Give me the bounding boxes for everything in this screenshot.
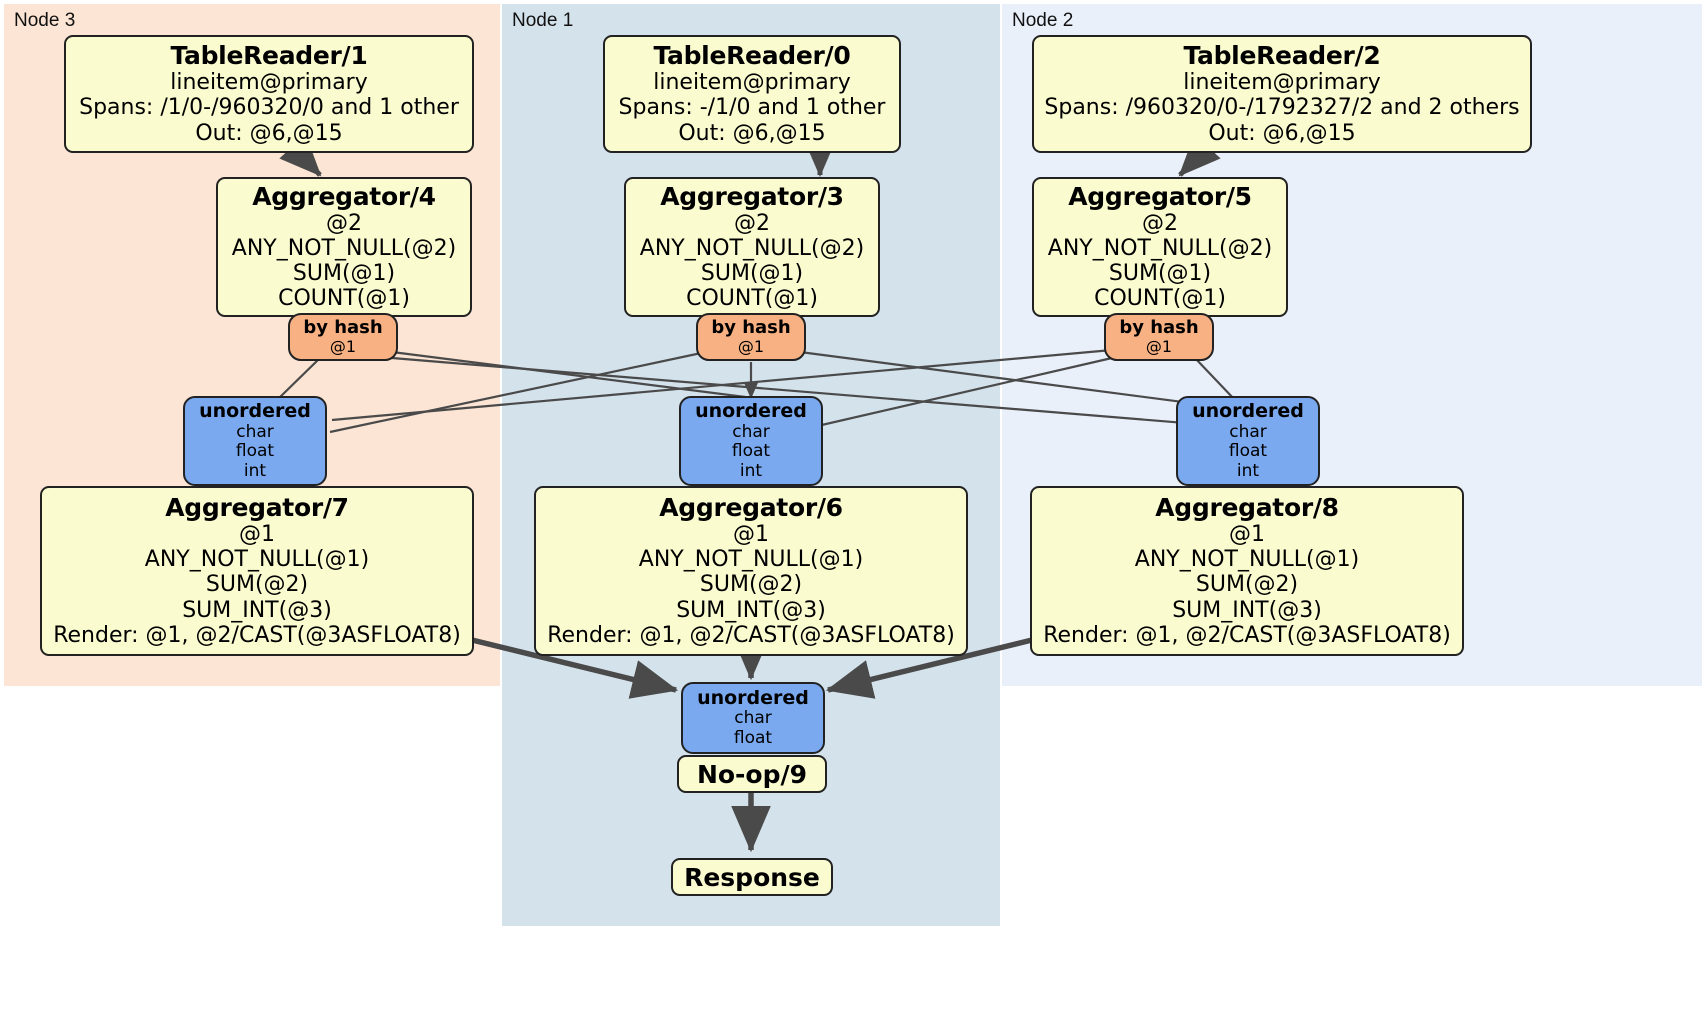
hash-router-node1-col: @1 bbox=[737, 337, 765, 357]
unordered-receiver-node1-type-1: char bbox=[732, 421, 770, 442]
aggregator-4-groupcol: @2 bbox=[326, 210, 362, 236]
aggregator-5-groupcol: @2 bbox=[1142, 210, 1178, 236]
aggregator-7-fn-2: SUM(@2) bbox=[205, 572, 309, 598]
unordered-receiver-node1-type-3: int bbox=[739, 460, 763, 481]
aggregator-8-render: Render: @1, @2/CAST(@3ASFLOAT8) bbox=[1043, 622, 1451, 648]
table-reader-1-out: Out: @6,@15 bbox=[195, 120, 343, 146]
aggregator-6-fn-2: SUM(@2) bbox=[699, 572, 803, 598]
hash-router-node2-col: @1 bbox=[1145, 337, 1173, 357]
aggregator-5-fn-2: SUM(@1) bbox=[1108, 261, 1212, 286]
hash-router-node2-title: by hash bbox=[1119, 317, 1199, 339]
unordered-receiver-node2-type-2: float bbox=[1228, 441, 1268, 462]
hash-router-node1-title: by hash bbox=[711, 317, 791, 339]
aggregator-8-fn-3: SUM_INT(@3) bbox=[1172, 597, 1322, 623]
response-title: Response bbox=[684, 862, 820, 892]
table-reader-2-index: lineitem@primary bbox=[1183, 70, 1381, 96]
table-reader-2-box[interactable]: TableReader/2 lineitem@primary Spans: /9… bbox=[1032, 35, 1532, 153]
aggregator-3-fn-3: COUNT(@1) bbox=[686, 286, 818, 312]
aggregator-4-fn-2: SUM(@1) bbox=[292, 261, 396, 286]
aggregator-8-fn-2: SUM(@2) bbox=[1195, 572, 1299, 598]
aggregator-6-render: Render: @1, @2/CAST(@3ASFLOAT8) bbox=[547, 622, 955, 648]
no-op-9-box[interactable]: No-op/9 bbox=[677, 755, 827, 793]
final-unordered-receiver-type-1: char bbox=[734, 708, 772, 729]
node-panel-label-node1: Node 1 bbox=[512, 10, 574, 31]
final-unordered-receiver[interactable]: unordered char float bbox=[681, 682, 825, 754]
table-reader-0-out: Out: @6,@15 bbox=[678, 120, 826, 146]
unordered-receiver-node3-type-1: char bbox=[236, 421, 274, 442]
final-unordered-receiver-title: unordered bbox=[697, 686, 809, 709]
unordered-receiver-node1-title: unordered bbox=[695, 399, 807, 422]
node-panel-label-node3: Node 3 bbox=[14, 10, 76, 31]
table-reader-2-spans: Spans: /960320/0-/1792327/2 and 2 others bbox=[1044, 95, 1520, 121]
unordered-receiver-node1[interactable]: unordered char float int bbox=[679, 396, 823, 486]
aggregator-3-groupcol: @2 bbox=[734, 210, 770, 236]
table-reader-2-out: Out: @6,@15 bbox=[1208, 120, 1356, 146]
table-reader-0-spans: Spans: -/1/0 and 1 other bbox=[618, 95, 886, 121]
aggregator-6-fn-3: SUM_INT(@3) bbox=[676, 597, 826, 623]
aggregator-3-title: Aggregator/3 bbox=[660, 181, 844, 211]
aggregator-7-fn-1: ANY_NOT_NULL(@1) bbox=[144, 547, 370, 573]
aggregator-3-fn-2: SUM(@1) bbox=[700, 261, 804, 286]
aggregator-6-groupcol: @1 bbox=[733, 522, 769, 548]
aggregator-6-fn-1: ANY_NOT_NULL(@1) bbox=[638, 547, 864, 573]
hash-router-node3[interactable]: by hash @1 bbox=[288, 313, 398, 361]
table-reader-1-index: lineitem@primary bbox=[170, 70, 368, 96]
aggregator-5-title: Aggregator/5 bbox=[1068, 181, 1252, 211]
aggregator-8-box[interactable]: Aggregator/8 @1 ANY_NOT_NULL(@1) SUM(@2)… bbox=[1030, 486, 1464, 656]
table-reader-0-index: lineitem@primary bbox=[653, 70, 851, 96]
node-panel-label-node2: Node 2 bbox=[1012, 10, 1074, 31]
hash-router-node3-col: @1 bbox=[329, 337, 357, 357]
table-reader-1-title: TableReader/1 bbox=[170, 41, 368, 71]
aggregator-4-fn-1: ANY_NOT_NULL(@2) bbox=[231, 235, 457, 261]
unordered-receiver-node3-title: unordered bbox=[199, 399, 311, 422]
aggregator-7-groupcol: @1 bbox=[239, 522, 275, 548]
unordered-receiver-node2-type-1: char bbox=[1229, 421, 1267, 442]
table-reader-0-title: TableReader/0 bbox=[653, 41, 851, 71]
aggregator-7-fn-3: SUM_INT(@3) bbox=[182, 597, 332, 623]
aggregator-5-box[interactable]: Aggregator/5 @2 ANY_NOT_NULL(@2) SUM(@1)… bbox=[1032, 177, 1288, 317]
aggregator-6-title: Aggregator/6 bbox=[659, 493, 843, 523]
unordered-receiver-node1-type-2: float bbox=[731, 441, 771, 462]
aggregator-8-groupcol: @1 bbox=[1229, 522, 1265, 548]
no-op-9-title: No-op/9 bbox=[696, 759, 808, 789]
final-unordered-receiver-type-2: float bbox=[733, 727, 773, 748]
aggregator-3-box[interactable]: Aggregator/3 @2 ANY_NOT_NULL(@2) SUM(@1)… bbox=[624, 177, 880, 317]
aggregator-8-title: Aggregator/8 bbox=[1155, 493, 1339, 523]
unordered-receiver-node2-type-3: int bbox=[1236, 460, 1260, 481]
unordered-receiver-node2-title: unordered bbox=[1192, 399, 1304, 422]
hash-router-node1[interactable]: by hash @1 bbox=[696, 313, 806, 361]
aggregator-3-fn-1: ANY_NOT_NULL(@2) bbox=[639, 235, 865, 261]
unordered-receiver-node3-type-3: int bbox=[243, 460, 267, 481]
aggregator-4-box[interactable]: Aggregator/4 @2 ANY_NOT_NULL(@2) SUM(@1)… bbox=[216, 177, 472, 317]
aggregator-6-box[interactable]: Aggregator/6 @1 ANY_NOT_NULL(@1) SUM(@2)… bbox=[534, 486, 968, 656]
table-reader-0-box[interactable]: TableReader/0 lineitem@primary Spans: -/… bbox=[603, 35, 901, 153]
aggregator-4-fn-3: COUNT(@1) bbox=[278, 286, 410, 312]
aggregator-7-title: Aggregator/7 bbox=[165, 493, 349, 523]
aggregator-7-box[interactable]: Aggregator/7 @1 ANY_NOT_NULL(@1) SUM(@2)… bbox=[40, 486, 474, 656]
aggregator-5-fn-3: COUNT(@1) bbox=[1094, 286, 1226, 312]
table-reader-2-title: TableReader/2 bbox=[1183, 41, 1381, 71]
table-reader-1-box[interactable]: TableReader/1 lineitem@primary Spans: /1… bbox=[64, 35, 474, 153]
response-box[interactable]: Response bbox=[671, 858, 833, 896]
unordered-receiver-node3[interactable]: unordered char float int bbox=[183, 396, 327, 486]
aggregator-7-render: Render: @1, @2/CAST(@3ASFLOAT8) bbox=[53, 622, 461, 648]
unordered-receiver-node3-type-2: float bbox=[235, 441, 275, 462]
table-reader-1-spans: Spans: /1/0-/960320/0 and 1 other bbox=[79, 95, 459, 121]
aggregator-8-fn-1: ANY_NOT_NULL(@1) bbox=[1134, 547, 1360, 573]
aggregator-4-title: Aggregator/4 bbox=[252, 181, 436, 211]
unordered-receiver-node2[interactable]: unordered char float int bbox=[1176, 396, 1320, 486]
aggregator-5-fn-1: ANY_NOT_NULL(@2) bbox=[1047, 235, 1273, 261]
hash-router-node2[interactable]: by hash @1 bbox=[1104, 313, 1214, 361]
hash-router-node3-title: by hash bbox=[303, 317, 383, 339]
